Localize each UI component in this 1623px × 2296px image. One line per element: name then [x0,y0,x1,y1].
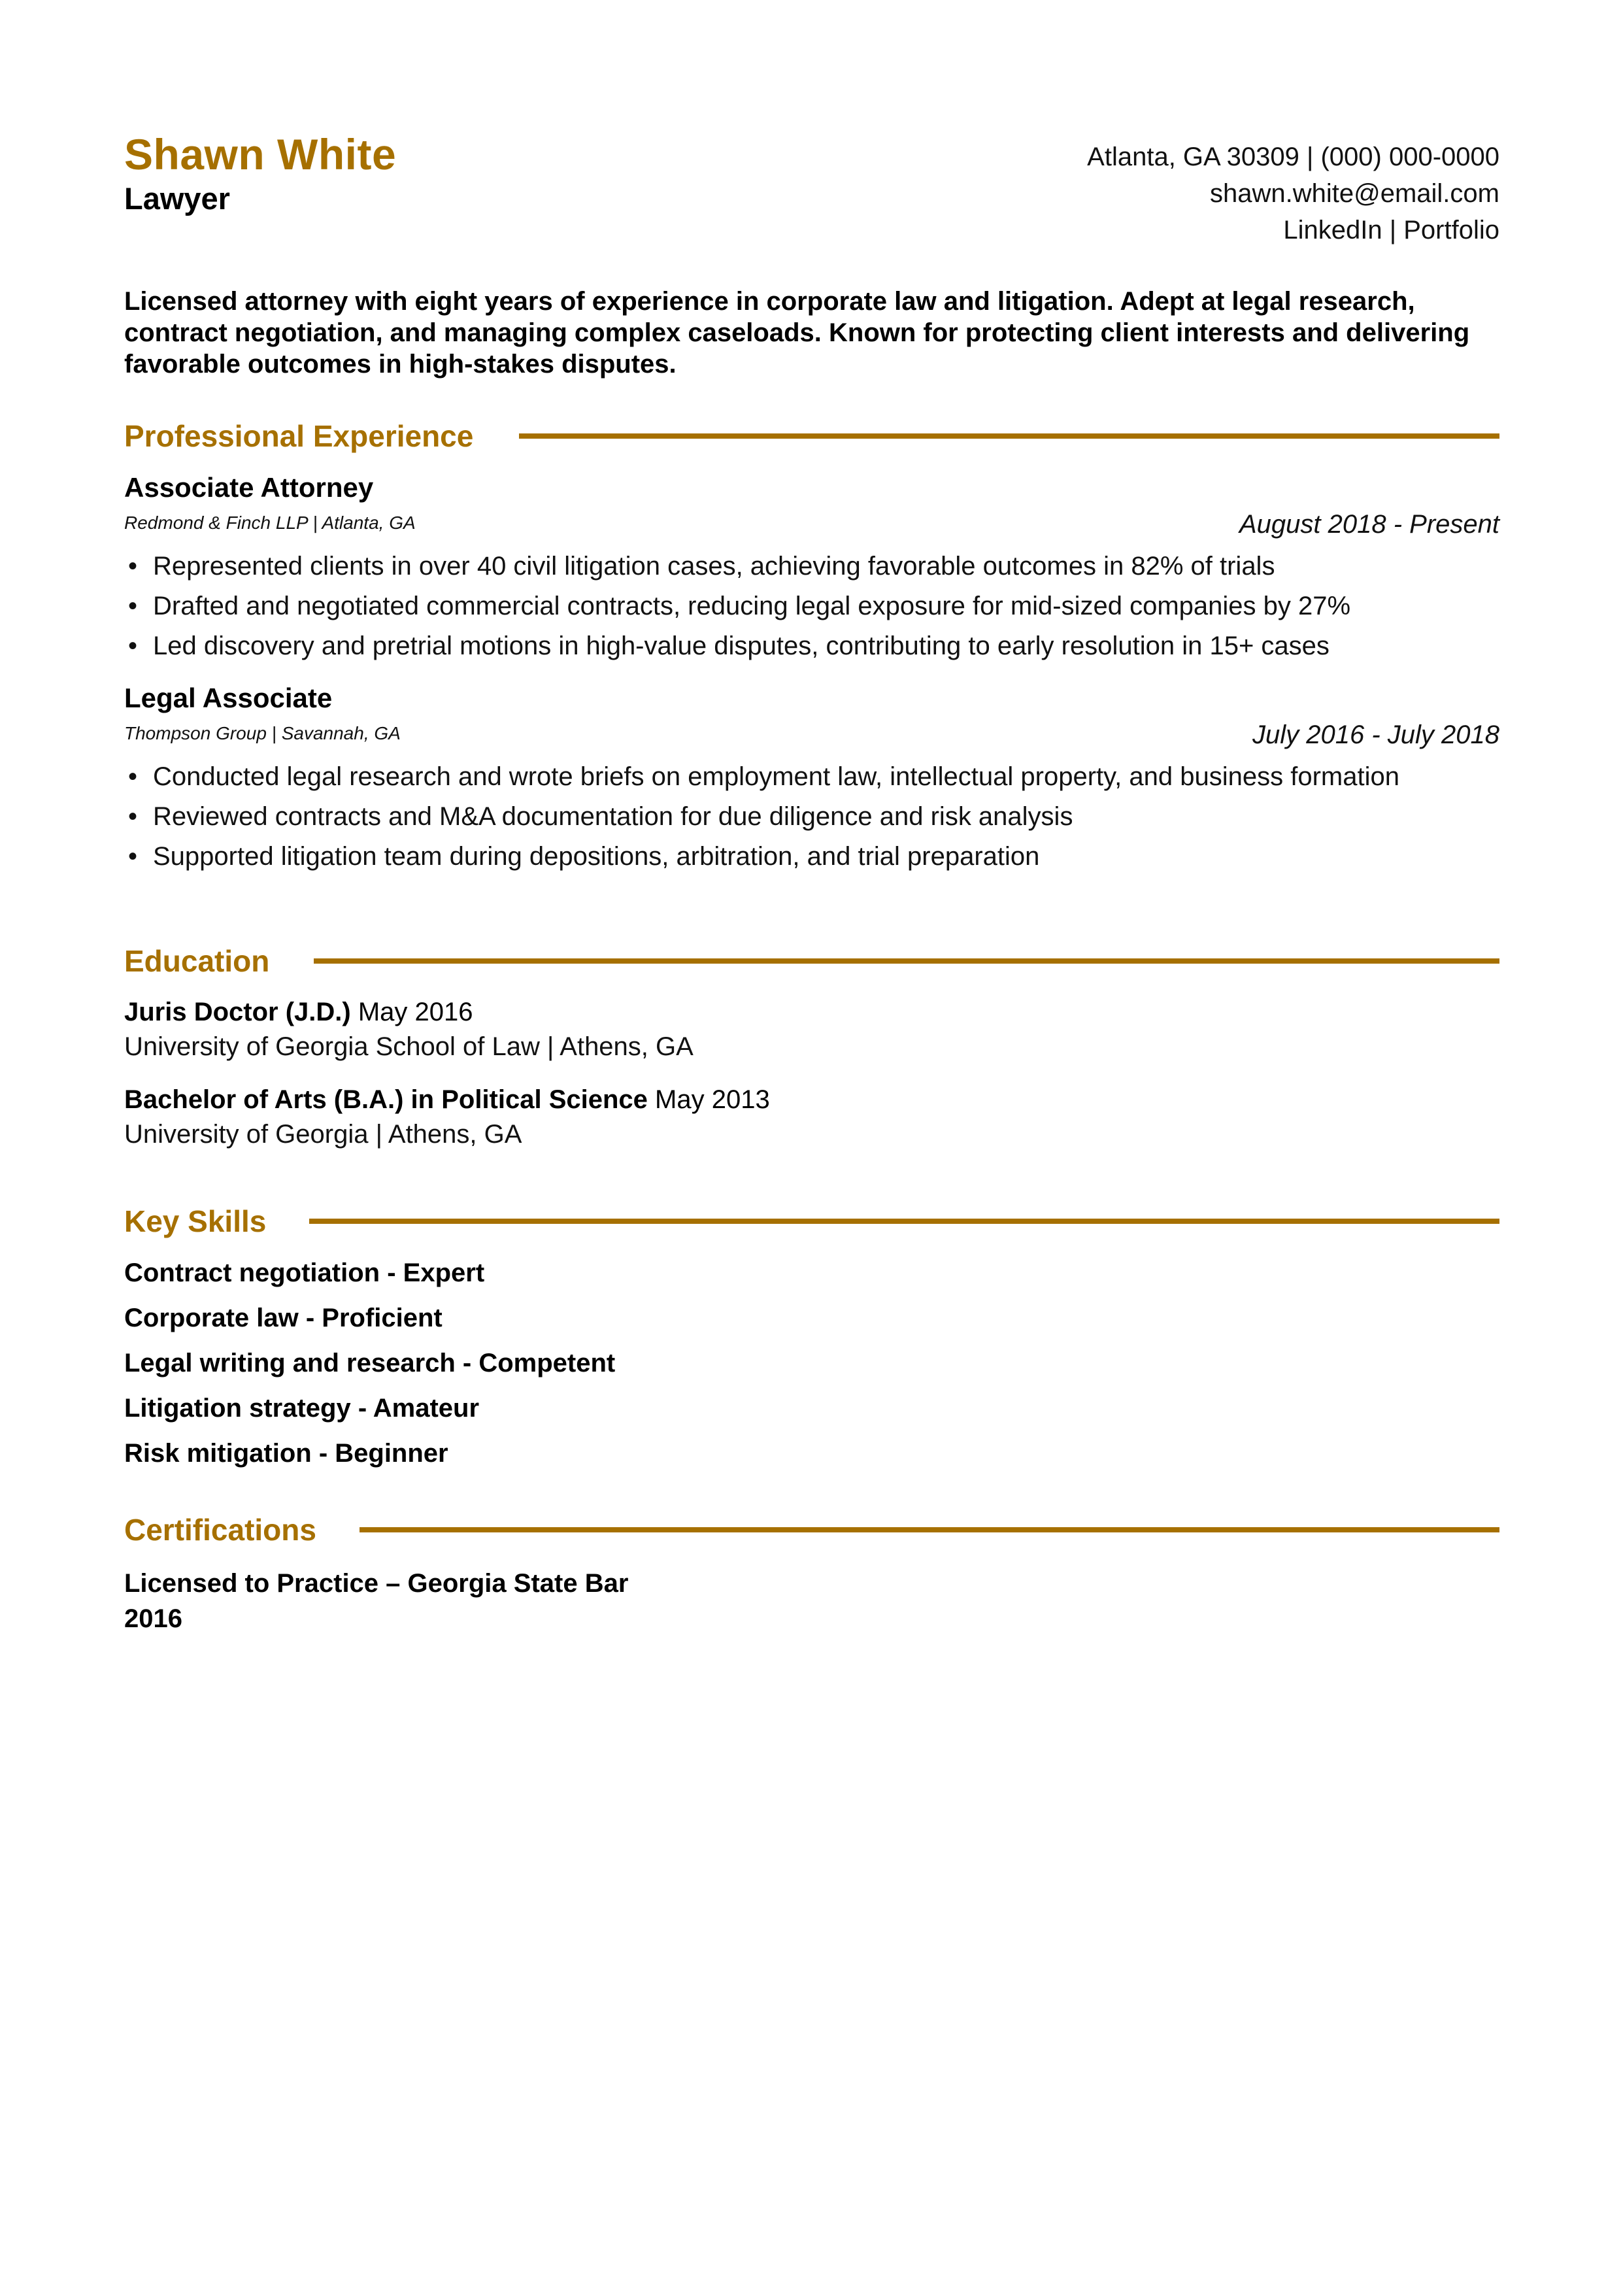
candidate-name: Shawn White [124,130,397,178]
portfolio-link[interactable]: Portfolio [1403,216,1499,245]
bullet-item: Represented clients in over 40 civil lit… [124,550,1499,582]
job-company: Thompson Group | Savannah, GA [124,723,401,743]
section-title: Professional Experience [124,419,474,453]
school-name: University of Georgia | Athens, GA [124,1120,522,1149]
bullet-item: Supported litigation team during deposit… [124,841,1499,872]
email-link[interactable]: shawn.white@email.com [1210,179,1499,208]
bullet-item: Reviewed contracts and M&A documentation… [124,801,1499,832]
school-name: University of Georgia School of Law | At… [124,1032,694,1061]
section-heading-skills: Key Skills [124,1204,1499,1239]
skills-list: Contract negotiation - Expert Corporate … [124,1251,1499,1476]
link-separator: | [1382,216,1404,245]
location-phone: Atlanta, GA 30309 | (000) 000-0000 [1087,143,1499,171]
education-item: Juris Doctor (J.D.) May 2016 University … [124,995,1499,1064]
bullet-item: Conducted legal research and wrote brief… [124,761,1499,792]
section-divider [309,1219,1499,1224]
education-item: Bachelor of Arts (B.A.) in Political Sci… [124,1083,1499,1152]
degree-name: Juris Doctor (J.D.) [124,998,351,1026]
job-dates: August 2018 - Present [1239,510,1499,539]
job-company: Redmond & Finch LLP | Atlanta, GA [124,513,416,533]
section-title: Key Skills [124,1204,267,1238]
skill-item: Litigation strategy - Amateur [124,1394,480,1423]
contact-info: Atlanta, GA 30309 | (000) 000-0000 shawn… [1087,139,1499,248]
certification-year: 2016 [124,1604,182,1633]
degree-date: May 2013 [655,1085,770,1114]
certification-name: Licensed to Practice – Georgia State Bar [124,1569,629,1598]
bullet-item: Led discovery and pretrial motions in hi… [124,630,1499,662]
skill-item: Contract negotiation - Expert [124,1258,485,1287]
degree-date: May 2016 [358,998,473,1026]
job-bullets: Conducted legal research and wrote brief… [124,761,1499,881]
resume-header: Shawn White Lawyer Atlanta, GA 30309 | (… [124,124,1499,255]
profile-links: LinkedIn | Portfolio [1087,212,1499,248]
section-heading-experience: Professional Experience [124,418,1499,454]
bullet-item: Drafted and negotiated commercial contra… [124,590,1499,622]
section-divider [519,433,1499,439]
section-divider [359,1527,1499,1532]
candidate-title: Lawyer [124,181,230,216]
skill-item: Risk mitigation - Beginner [124,1439,448,1468]
job-bullets: Represented clients in over 40 civil lit… [124,550,1499,670]
degree-name: Bachelor of Arts (B.A.) in Political Sci… [124,1085,648,1114]
job-title: Associate Attorney [124,472,374,503]
linkedin-link[interactable]: LinkedIn [1283,216,1382,245]
job-dates: July 2016 - July 2018 [1252,720,1499,749]
professional-summary: Licensed attorney with eight years of ex… [124,287,1470,379]
certification-item: Licensed to Practice – Georgia State Bar… [124,1566,1499,1636]
section-title: Education [124,944,270,978]
section-heading-education: Education [124,943,1499,979]
section-heading-certifications: Certifications [124,1512,1499,1547]
skill-item: Legal writing and research - Competent [124,1349,616,1377]
job-title: Legal Associate [124,683,333,713]
section-divider [314,958,1499,964]
skill-item: Corporate law - Proficient [124,1304,443,1332]
section-title: Certifications [124,1513,316,1547]
